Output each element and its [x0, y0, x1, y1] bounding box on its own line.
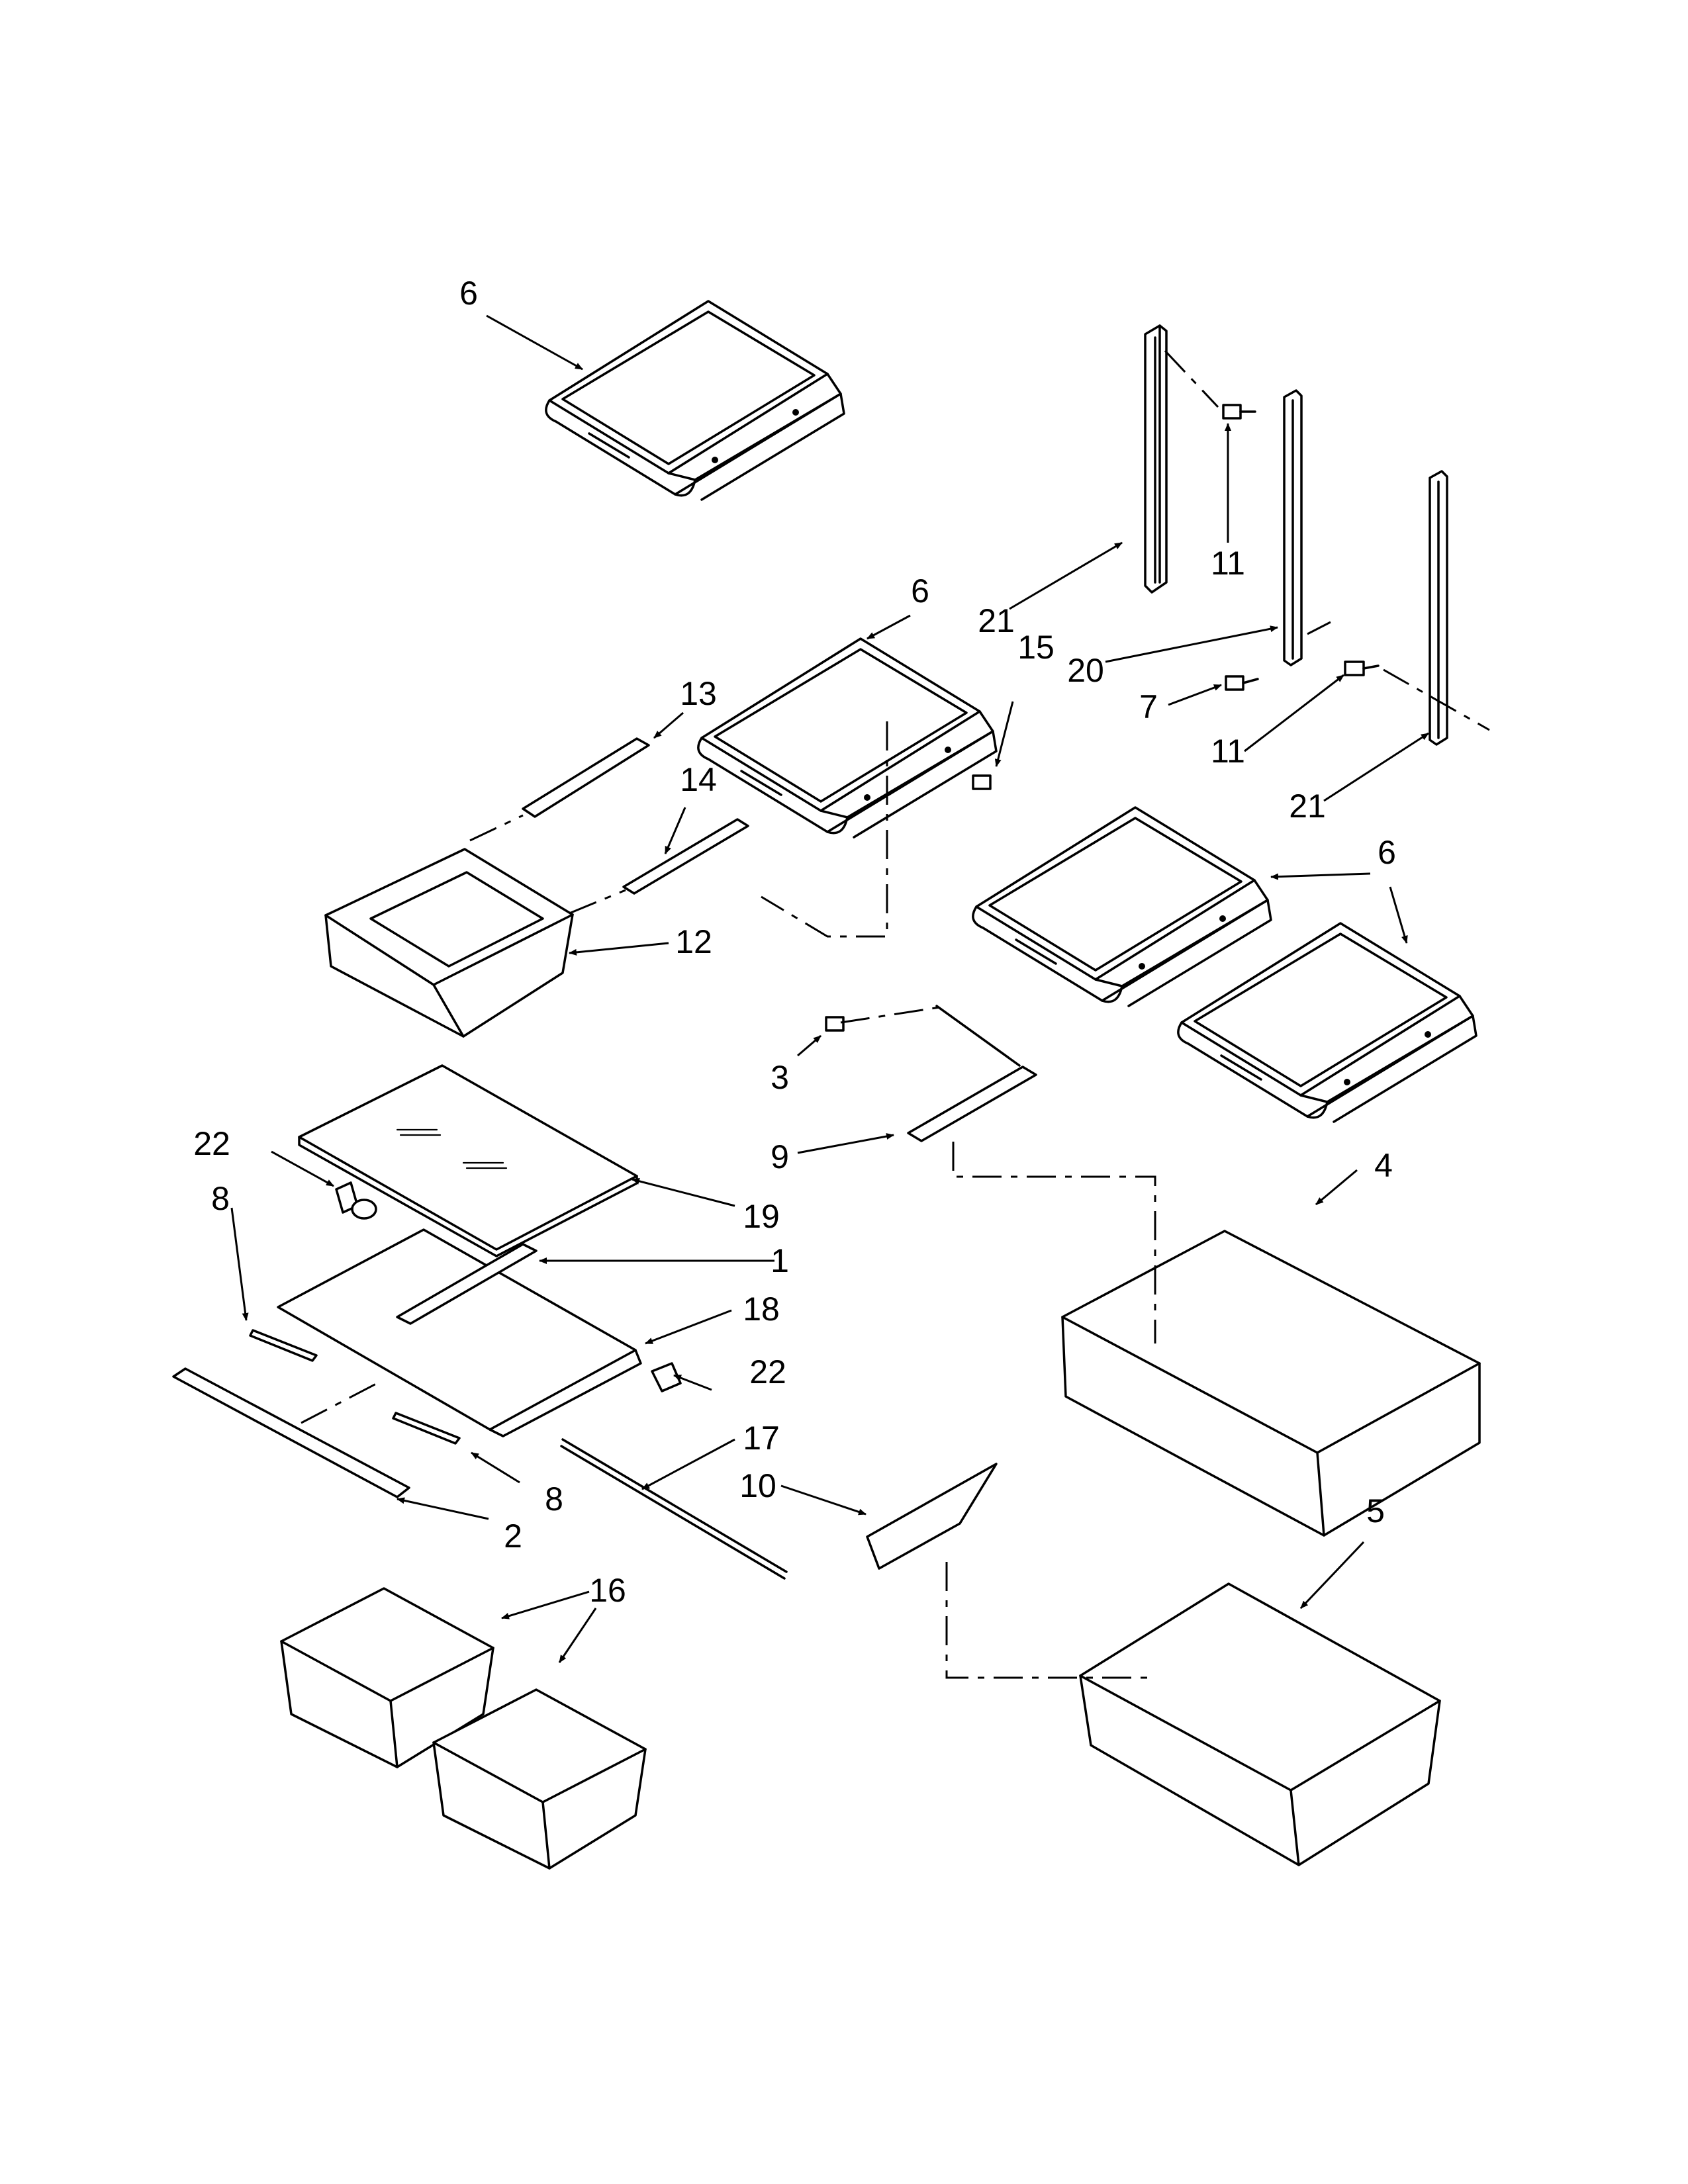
callout-1: 1: [771, 1242, 789, 1279]
wire-basket-part-4: [1061, 1230, 1481, 1537]
callout-22-right: 22: [749, 1353, 786, 1390]
callout-12: 12: [675, 923, 712, 960]
callout-8-right: 8: [545, 1480, 563, 1518]
callout-22-left: 22: [193, 1125, 230, 1162]
wire-basket-part-5: [1079, 1582, 1441, 1866]
screw-part-15: [972, 774, 992, 790]
callout-21-right: 21: [1289, 788, 1326, 825]
callout-14: 14: [680, 761, 717, 798]
callout-5: 5: [1366, 1492, 1385, 1529]
channel-part-1: [396, 1243, 538, 1325]
pan-part-12: [324, 848, 574, 1038]
shelf-rail-part-21-right: [1429, 470, 1448, 746]
rod-part-17: [560, 1438, 788, 1580]
divider-part-10: [866, 1463, 998, 1570]
callout-11-right: 11: [1211, 733, 1245, 770]
callout-20: 20: [1067, 652, 1104, 689]
drawer-slide-part-14: [622, 818, 749, 895]
callout-2: 2: [504, 1518, 522, 1555]
cover-frame-part-18: [277, 1228, 642, 1437]
callout-21-left: 21: [978, 602, 1015, 639]
shelf-rail-part-21-left: [1144, 324, 1168, 594]
bracket-part-8-left: [249, 1329, 318, 1362]
assembly-lines: [301, 349, 1490, 1679]
bin-part-9: [907, 1005, 1037, 1142]
shelf-rail-part-20: [1283, 389, 1303, 666]
shelf-part-6-right-upper: [972, 806, 1272, 1007]
callout-11-top: 11: [1211, 545, 1245, 582]
callout-13: 13: [680, 675, 717, 712]
screw-part-11-right: [1344, 660, 1380, 676]
screw-part-3: [825, 1016, 845, 1032]
callout-19: 19: [743, 1198, 780, 1235]
callout-16: 16: [589, 1572, 626, 1609]
stop-part-22-right: [651, 1362, 682, 1392]
callout-6-right-upper: 6: [1378, 834, 1396, 871]
shelf-part-6-right-lower: [1177, 922, 1477, 1123]
screw-part-7: [1225, 675, 1259, 691]
callout-15: 15: [1017, 629, 1055, 666]
callout-4: 4: [1374, 1147, 1393, 1184]
callout-10: 10: [739, 1467, 776, 1504]
leader-lines: [230, 314, 1429, 1663]
callout-8-left: 8: [211, 1180, 230, 1217]
callout-9: 9: [771, 1138, 789, 1175]
drawer-part-16-right: [432, 1688, 647, 1870]
callout-17: 17: [743, 1420, 780, 1457]
screw-part-11-top: [1222, 404, 1256, 420]
shelf-part-6-top: [545, 300, 845, 501]
callout-18: 18: [743, 1291, 780, 1328]
bracket-part-8-right: [392, 1412, 461, 1445]
drawer-part-16-left: [280, 1587, 494, 1768]
callout-6-top: 6: [459, 275, 478, 312]
callout-3: 3: [771, 1059, 789, 1096]
drawer-slide-part-13: [522, 737, 650, 818]
stop-part-22-left: [335, 1181, 377, 1220]
callout-6-middle: 6: [911, 572, 929, 610]
shelf-part-6-middle: [697, 637, 998, 839]
glass-shelf-part-19: [298, 1064, 638, 1257]
callout-labels: 6 6 6 6 11 11 21 21 20 15 7 13 14 12 3 9…: [193, 275, 1396, 1609]
trim-part-2: [172, 1367, 410, 1498]
callout-7: 7: [1139, 688, 1158, 725]
